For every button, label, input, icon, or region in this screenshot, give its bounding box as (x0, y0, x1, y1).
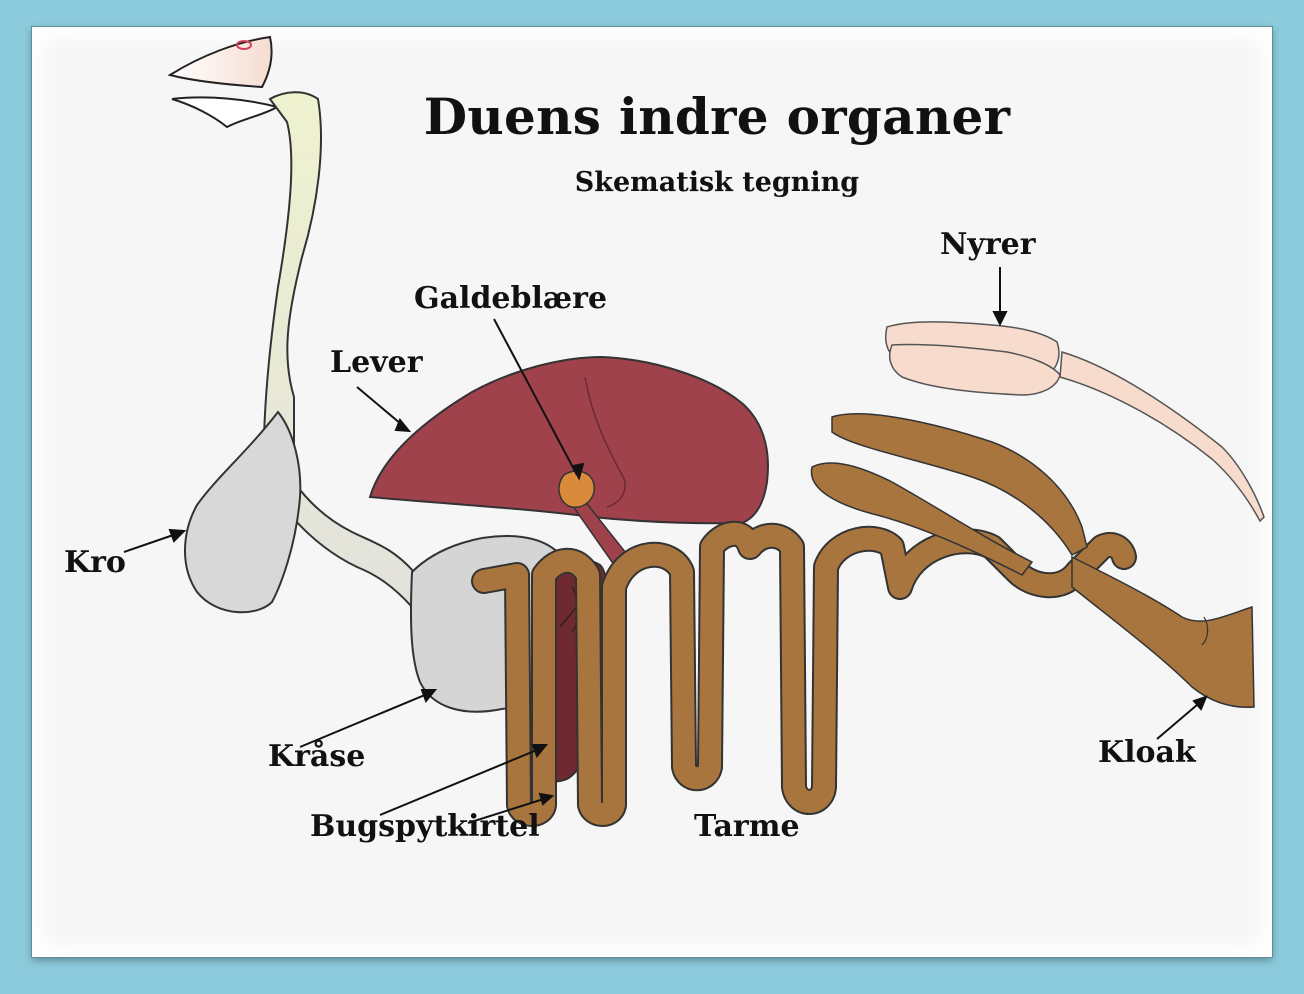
crop (185, 412, 300, 612)
diagram-subtitle: Skematisk tegning (502, 167, 932, 198)
label-kloak: Kloak (1098, 735, 1196, 770)
label-kro: Kro (64, 545, 126, 580)
label-bugspytkirtel: Bugspytkirtel (310, 809, 540, 844)
label-nyrer: Nyrer (940, 227, 1036, 262)
diagram-title: Duens indre organer (412, 87, 1022, 146)
label-tarme: Tarme (694, 809, 800, 844)
gallbladder (559, 471, 594, 507)
label-kraase: Kråse (268, 739, 365, 774)
label-lever: Lever (330, 345, 423, 380)
rectum (1072, 557, 1254, 707)
ureter (1060, 352, 1264, 521)
lower-beak (172, 97, 277, 127)
beak (170, 37, 272, 87)
diagram-frame: Duens indre organer Skematisk tegning Kr… (32, 27, 1272, 957)
label-galdeblaere: Galdeblære (414, 281, 607, 316)
